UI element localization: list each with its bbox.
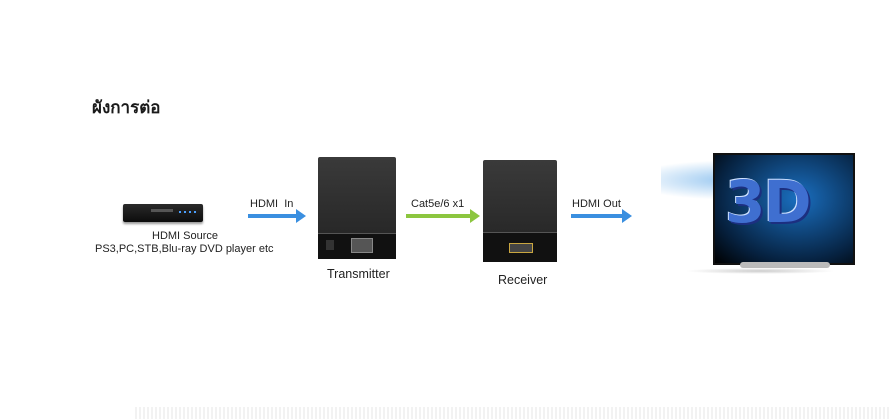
hdmi-source-label: HDMI Source [152, 230, 219, 242]
page-title: ผังการต่อ [92, 98, 161, 118]
3d-tv-image: 3D [655, 140, 860, 285]
bottom-divider [135, 407, 891, 419]
hdmi-in-label: HDMI In [250, 198, 294, 210]
cable-arrow [406, 209, 480, 223]
cable-label: Cat5e/6 x1 [411, 198, 465, 210]
hdmi-in-arrow [248, 209, 306, 223]
connection-diagram: HDMI Source PS3,PC,STB,Blu-ray DVD playe… [95, 140, 860, 287]
transmitter-image [318, 157, 396, 259]
source-devices-label: PS3,PC,STB,Blu-ray DVD player etc [95, 243, 274, 255]
hdmi-out-label: HDMI Out [572, 198, 621, 210]
3d-badge: 3D [725, 168, 812, 236]
receiver-image [483, 160, 557, 262]
receiver-label: Receiver [498, 273, 548, 287]
dvd-player-image [123, 204, 203, 222]
transmitter-label: Transmitter [327, 267, 390, 281]
hdmi-out-arrow [571, 209, 632, 223]
